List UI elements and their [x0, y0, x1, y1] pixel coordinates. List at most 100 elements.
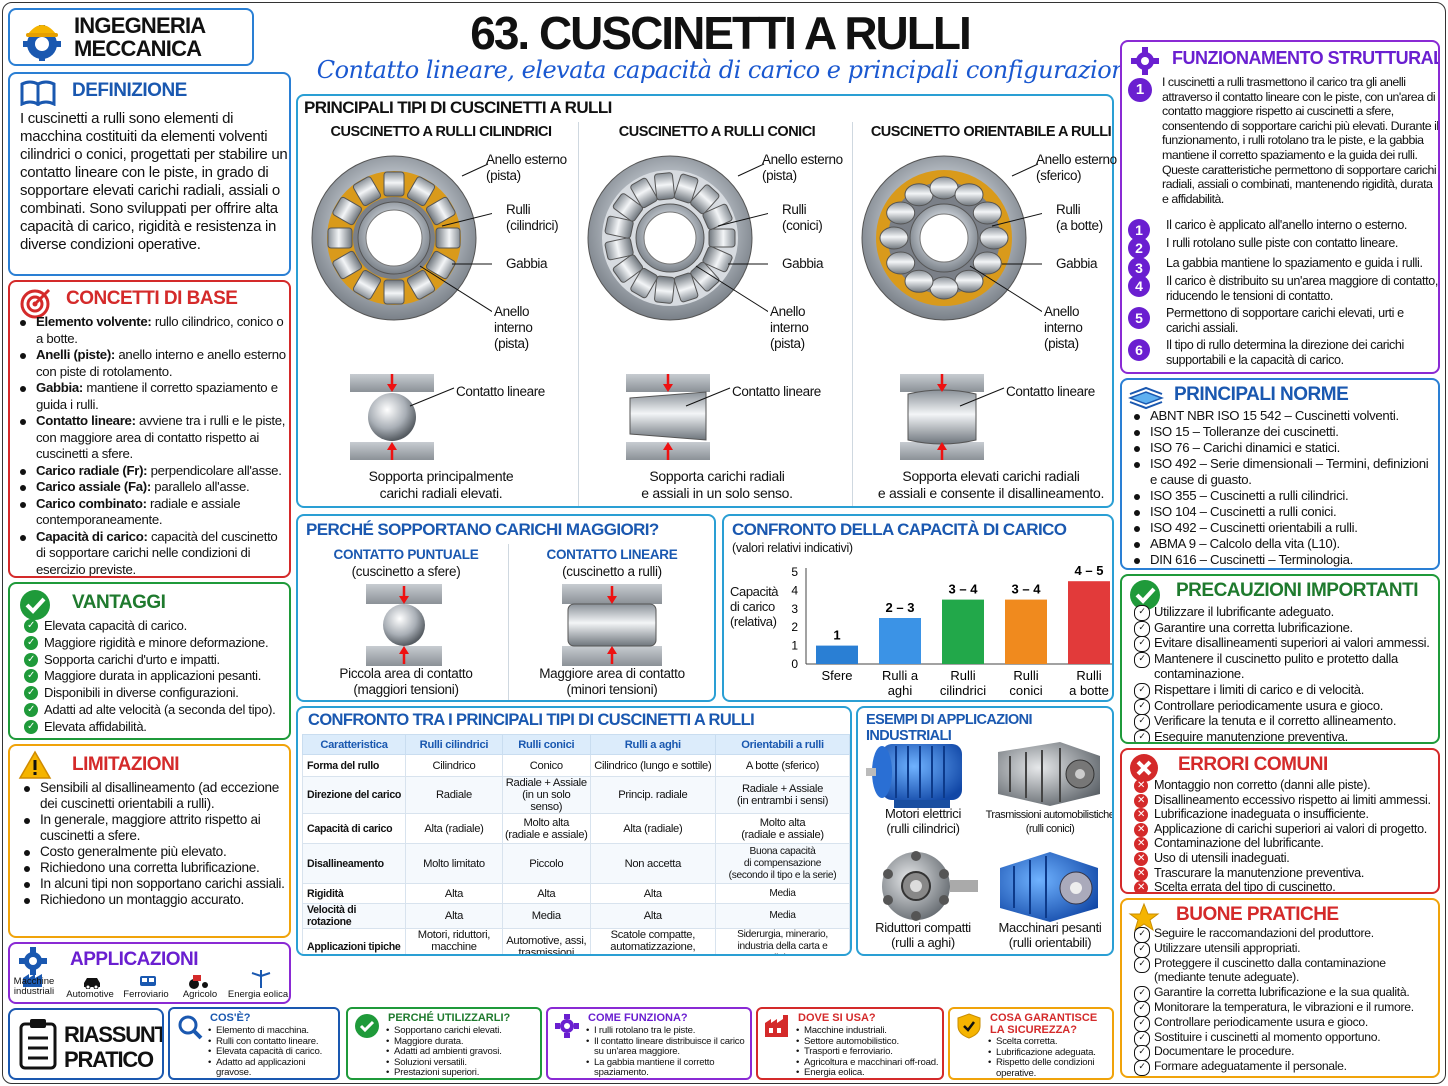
basic-concept-item: Contatto lineare: avviene tra i rulli e …	[14, 413, 289, 463]
factory-icon	[23, 974, 42, 987]
summary-item: Soluzioni versatili.	[386, 1057, 540, 1069]
concept-term: Carico combinato:	[36, 495, 147, 511]
summary-item: Energia eolica.	[796, 1068, 942, 1078]
summary-box: COME FUNZIONA?I rulli rotolano tra le pi…	[546, 1007, 752, 1080]
bearing-types-title: PRINCIPALI TIPI DI CUSCINETTI A RULLI	[304, 98, 612, 117]
definition-text: I cuscinetti a rulli sono elementi di ma…	[20, 110, 288, 253]
best-practice-item: Utilizzare utensili appropriati.	[1132, 941, 1438, 958]
standard-item: ABNT NBR ISO 15 542 – Cuscinetti volvent…	[1128, 408, 1438, 424]
shield-check-icon	[957, 1013, 981, 1039]
summary-box-title: DOVE SI USA?	[798, 1012, 876, 1024]
gear-icon	[1131, 47, 1159, 75]
precautions-title: PRECAUZIONI IMPORTANTI	[1176, 580, 1418, 601]
point-contact-sub: (cuscinetto a sfere)	[351, 564, 461, 579]
limitations-panel: LIMITAZIONI Sensibili al disallineamento…	[8, 744, 291, 938]
table-cell: Radiale + Assiale (in un solo senso)	[501, 776, 591, 814]
standard-item: ISO 492 – Serie dimensionali – Termini, …	[1128, 456, 1438, 488]
industrial-examples-title: ESEMPI DI APPLICAZIONI INDUSTRIALI	[866, 712, 1033, 744]
chart-bar	[1005, 599, 1047, 664]
basic-concept-item: Capacità di carico: capacità del cuscine…	[14, 528, 289, 576]
chart-bar	[816, 645, 858, 664]
chart-y-tick: 5	[791, 565, 798, 579]
target-icon	[20, 288, 51, 319]
step-number-badge: 3	[1128, 257, 1150, 279]
step-number-badge: 4	[1128, 275, 1150, 297]
error-item: Disallineamento eccessivo rispetto ai li…	[1132, 793, 1438, 808]
best-practice-item: Sostituire i cuscinetti al momento oppor…	[1132, 1030, 1438, 1047]
precautions-list: Utilizzare il lubrificante adeguato.Gara…	[1132, 604, 1438, 742]
limitation-item: Richiedono una corretta lubrificazione.	[18, 860, 289, 876]
chart-category-label: Rulli a	[882, 668, 919, 683]
load-capacity-chart-panel: CONFRONTO DELLA CAPACITÀ DI CARICO (valo…	[722, 514, 1114, 702]
logo: INGEGNERIA MECCANICA	[8, 8, 254, 66]
concept-term: Elemento volvente:	[36, 314, 152, 329]
bearing-type-name: CUSCINETTO A RULLI CONICI	[618, 124, 816, 140]
advantage-item: Disponibili in diverse configurazioni.	[22, 685, 289, 702]
error-item: Applicazione di carichi superiori ai val…	[1132, 822, 1438, 837]
table-cell: Media	[714, 903, 850, 929]
table-cell: Radiale	[405, 776, 503, 814]
chart-bar	[942, 599, 984, 664]
standards-list: ABNT NBR ISO 15 542 – Cuscinetti volvent…	[1128, 408, 1438, 568]
structural-operation-panel: FUNZIONAMENTO STRUTTURALE 1 I cuscinetti…	[1120, 40, 1440, 374]
summary-label-line1: RIASSUNTO	[64, 1022, 162, 1047]
bearing-type-cyl: CUSCINETTO A RULLI CILINDRICI Anello est…	[296, 94, 570, 508]
best-practice-item: Formare adeguatamente il personale.	[1132, 1059, 1438, 1076]
gear-icon	[555, 1014, 579, 1038]
table-cell: Alta	[501, 883, 591, 904]
example-motors-caption: Motori elettrici (rulli cilindrici)	[884, 806, 962, 836]
point-contact-diagram	[366, 584, 442, 666]
chart-data-label: 4 – 5	[1075, 563, 1104, 578]
electric-motor-image	[866, 744, 962, 808]
bearing-illustration	[861, 155, 1042, 321]
example-heavy-caption: Macchinari pesanti (rulli orientabili)	[998, 920, 1102, 950]
wind-turbine-icon	[251, 970, 271, 988]
chart-y-tick: 3	[791, 602, 798, 616]
chart-data-label: 3 – 4	[1012, 582, 1042, 597]
standards-title: PRINCIPALI NORME	[1174, 384, 1349, 405]
line-contact-caption: Maggiore area di contatto (minori tensio…	[539, 666, 685, 697]
why-higher-loads-title: PERCHÉ SOPPORTANO CARICHI MAGGIORI?	[306, 520, 659, 539]
industrial-examples-panel: ESEMPI DI APPLICAZIONI INDUSTRIALI Motor…	[856, 706, 1114, 956]
basic-concepts-list: Elemento volvente: rullo cilindrico, con…	[14, 314, 289, 576]
summary-item: Adatto ad applicazioni gravose.	[208, 1057, 338, 1078]
concept-desc: mantiene il corretto spaziamento e guida…	[36, 380, 278, 412]
summary-item: Lubrificazione adeguata.	[988, 1047, 1112, 1059]
summary-item: Sopportano carichi elevati.	[386, 1025, 540, 1037]
chart-category-label: conici	[1009, 683, 1042, 698]
chart-category-label: Rulli	[1013, 668, 1038, 683]
error-x-icon	[1130, 754, 1158, 782]
comparison-table-panel: CONFRONTO TRA I PRINCIPALI TIPI DI CUSCI…	[296, 706, 852, 956]
concept-term: Contatto lineare:	[36, 413, 136, 428]
table-cell: Direzione del carico	[302, 776, 406, 814]
limitation-item: Sensibili al disallineamento (ad eccezio…	[18, 780, 289, 812]
concept-desc: rullo cilindrico, conico o a botte.	[36, 314, 284, 346]
standard-item: ABMA 9 – Calcolo della vita (L10).	[1128, 536, 1438, 552]
limitation-item: In alcuni tipi non sopportano carichi as…	[18, 876, 289, 892]
limitations-list: Sensibili al disallineamento (ad eccezio…	[18, 780, 289, 908]
best-practice-item: Proteggere il cuscinetto dalla contamina…	[1132, 956, 1438, 986]
table-cell: Capacità di carico	[302, 813, 406, 844]
concept-desc: perpendicolare all'asse.	[147, 462, 282, 478]
magnifier-icon	[178, 1015, 203, 1040]
books-stack-icon	[1128, 386, 1164, 410]
operation-step: Il carico è applicato all'anello interno…	[1166, 218, 1408, 232]
load-capacity-title: CONFRONTO DELLA CAPACITÀ DI CARICO	[732, 520, 1067, 539]
precautions-panel: PRECAUZIONI IMPORTANTI Utilizzare il lub…	[1120, 574, 1440, 744]
bearing-type-caption: Sopporta principalmente carichi radiali …	[368, 468, 514, 501]
label-inner-ring: Anello interno (pista)	[1044, 304, 1083, 351]
basic-concepts-title: CONCETTI DI BASE	[66, 288, 238, 309]
concept-term: Capacità di carico:	[36, 528, 148, 544]
table-cell: Alta	[589, 903, 716, 929]
table-header: Orientabili a rulli	[714, 734, 850, 755]
precaution-item: Verificare la tenuta e il corretto allin…	[1132, 713, 1438, 730]
leader-line	[409, 387, 455, 407]
basic-concept-item: Carico assiale (Fa): parallelo all'asse.	[14, 479, 289, 496]
advantage-item: Sopporta carichi d'urto e impatti.	[22, 652, 289, 669]
chart-category-label: Rulli	[1076, 668, 1101, 683]
summary-item: Funzionamento affidabile e continuo.	[586, 1079, 750, 1080]
advantage-item: Maggiore rigidità e minore deformazione.	[22, 635, 289, 652]
